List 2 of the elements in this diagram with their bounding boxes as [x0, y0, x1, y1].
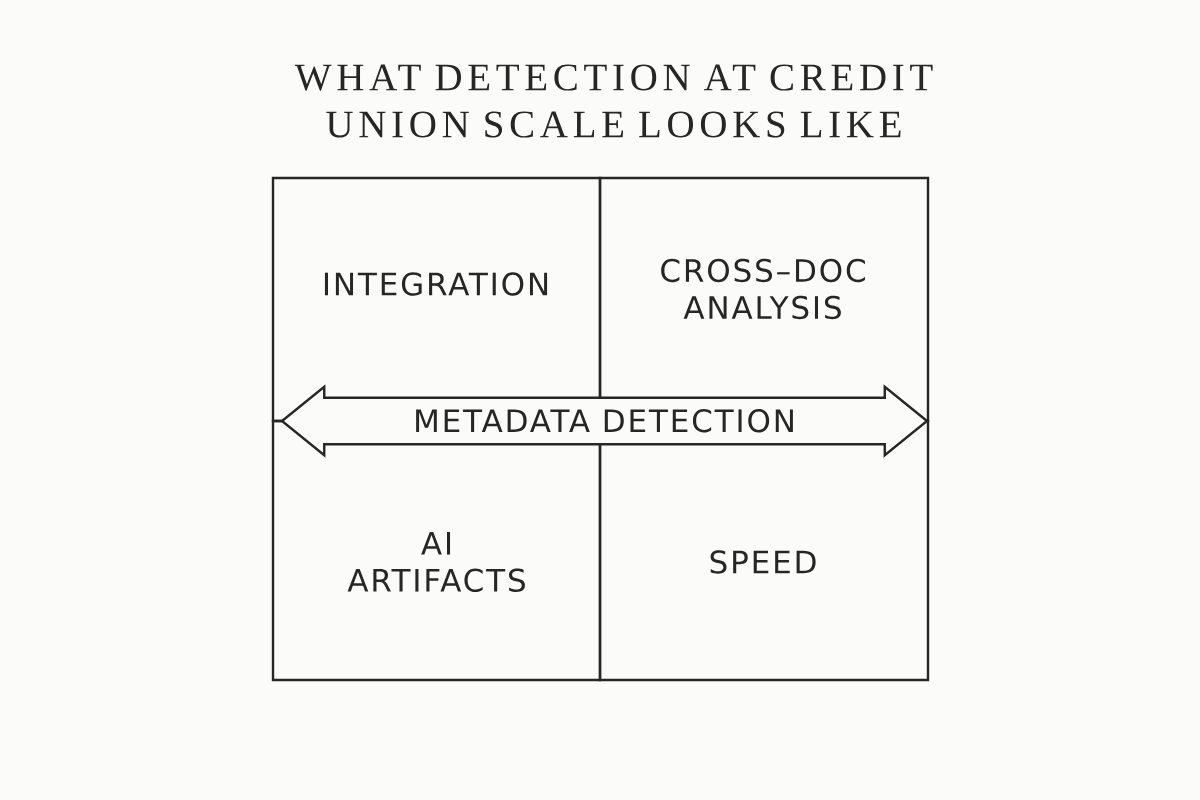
double-arrow-band: METADATA DETECTION	[280, 384, 929, 458]
title: WHAT DETECTION AT CREDIT UNION SCALE LOOKS LIKE	[294, 64, 933, 138]
